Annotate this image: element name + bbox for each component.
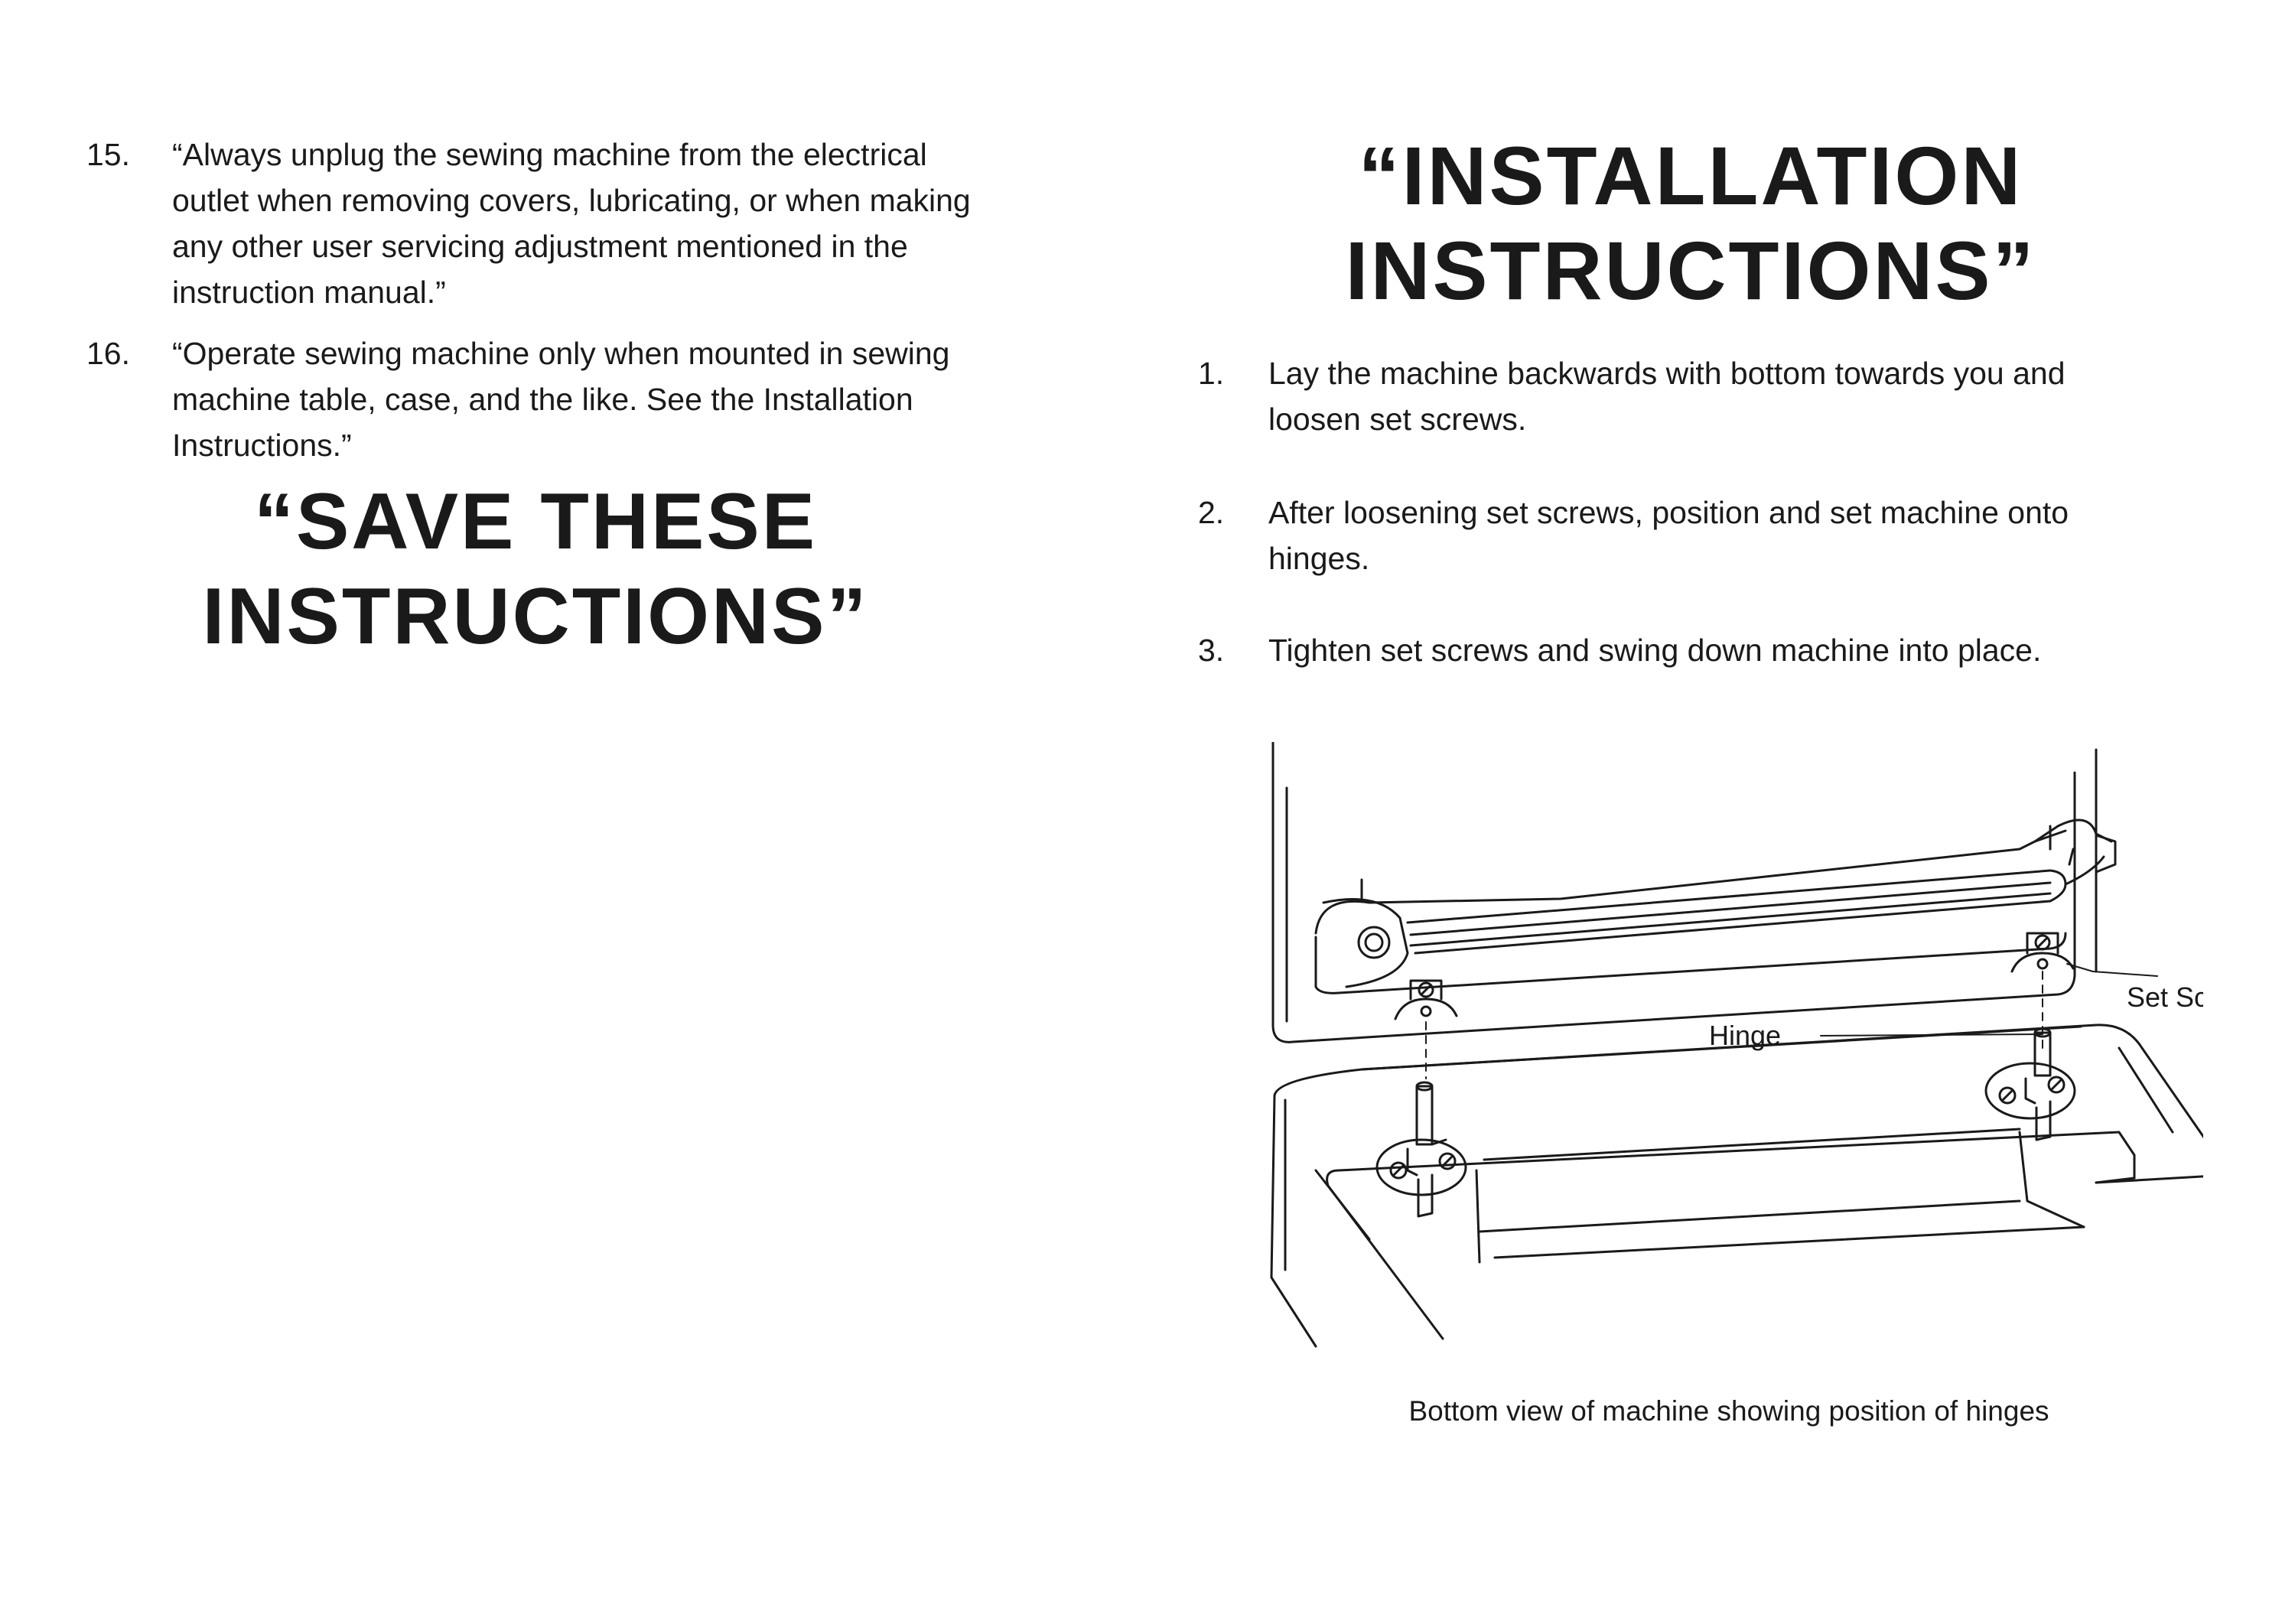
heading-line: “INSTALLATION bbox=[1358, 129, 2023, 222]
item-number: 16. bbox=[86, 336, 130, 371]
save-instructions-heading: “SAVE THESE INSTRUCTIONS” bbox=[153, 474, 918, 664]
text-line: Instructions.” bbox=[172, 428, 352, 463]
text-line: “Always unplug the sewing machine from t… bbox=[172, 137, 927, 172]
hinge-installation-diagram: Hinge Set Screw bbox=[1270, 742, 2203, 1348]
text-line: Lay the machine backwards with bottom to… bbox=[1268, 356, 2066, 391]
step-text: Tighten set screws and swing down machin… bbox=[1268, 627, 2217, 673]
item-number: 15. bbox=[86, 137, 130, 172]
step-number: 2. bbox=[1198, 495, 1225, 530]
hinge-label: Hinge bbox=[1709, 1020, 1781, 1051]
text-line: loosen set screws. bbox=[1268, 402, 1527, 437]
step-number: 3. bbox=[1198, 633, 1225, 668]
hinge-plate-right bbox=[1984, 1062, 2076, 1120]
step-number: 1. bbox=[1198, 356, 1225, 391]
figure-caption: Bottom view of machine showing position … bbox=[1408, 1395, 2049, 1427]
text-line: “Operate sewing machine only when mounte… bbox=[172, 336, 950, 371]
machine-body bbox=[1271, 742, 2117, 1043]
text-line: Tighten set screws and swing down machin… bbox=[1268, 633, 2042, 668]
heading-line: “SAVE THESE bbox=[253, 477, 818, 566]
step-text: Lay the machine backwards with bottom to… bbox=[1268, 350, 2217, 442]
set-screw-label: Set Screw bbox=[2127, 981, 2203, 1013]
text-line: hinges. bbox=[1268, 541, 1370, 576]
text-line: After loosening set screws, position and… bbox=[1268, 495, 2069, 530]
heading-line: INSTRUCTIONS” bbox=[1345, 224, 2036, 317]
heading-line: INSTRUCTIONS” bbox=[202, 572, 869, 661]
installation-instructions-heading: “INSTALLATION INSTRUCTIONS” bbox=[1239, 129, 2142, 318]
step-text: After loosening set screws, position and… bbox=[1268, 490, 2217, 581]
table-cabinet bbox=[1270, 1024, 2203, 1348]
text-line: outlet when removing covers, lubricating… bbox=[172, 183, 971, 218]
text-line: any other user servicing adjustment ment… bbox=[172, 229, 908, 264]
set-screw-left bbox=[1418, 981, 1434, 998]
item-text: “Operate sewing machine only when mounte… bbox=[172, 330, 1197, 468]
text-line: instruction manual.” bbox=[172, 275, 446, 310]
text-line: machine table, case, and the like. See t… bbox=[172, 382, 913, 417]
hinge-plate-left bbox=[1375, 1138, 1467, 1196]
alignment-lines bbox=[1425, 971, 2043, 1079]
item-text: “Always unplug the sewing machine from t… bbox=[172, 132, 1197, 315]
bolt-left bbox=[1357, 926, 1391, 959]
set-screw-right bbox=[2034, 934, 2051, 951]
